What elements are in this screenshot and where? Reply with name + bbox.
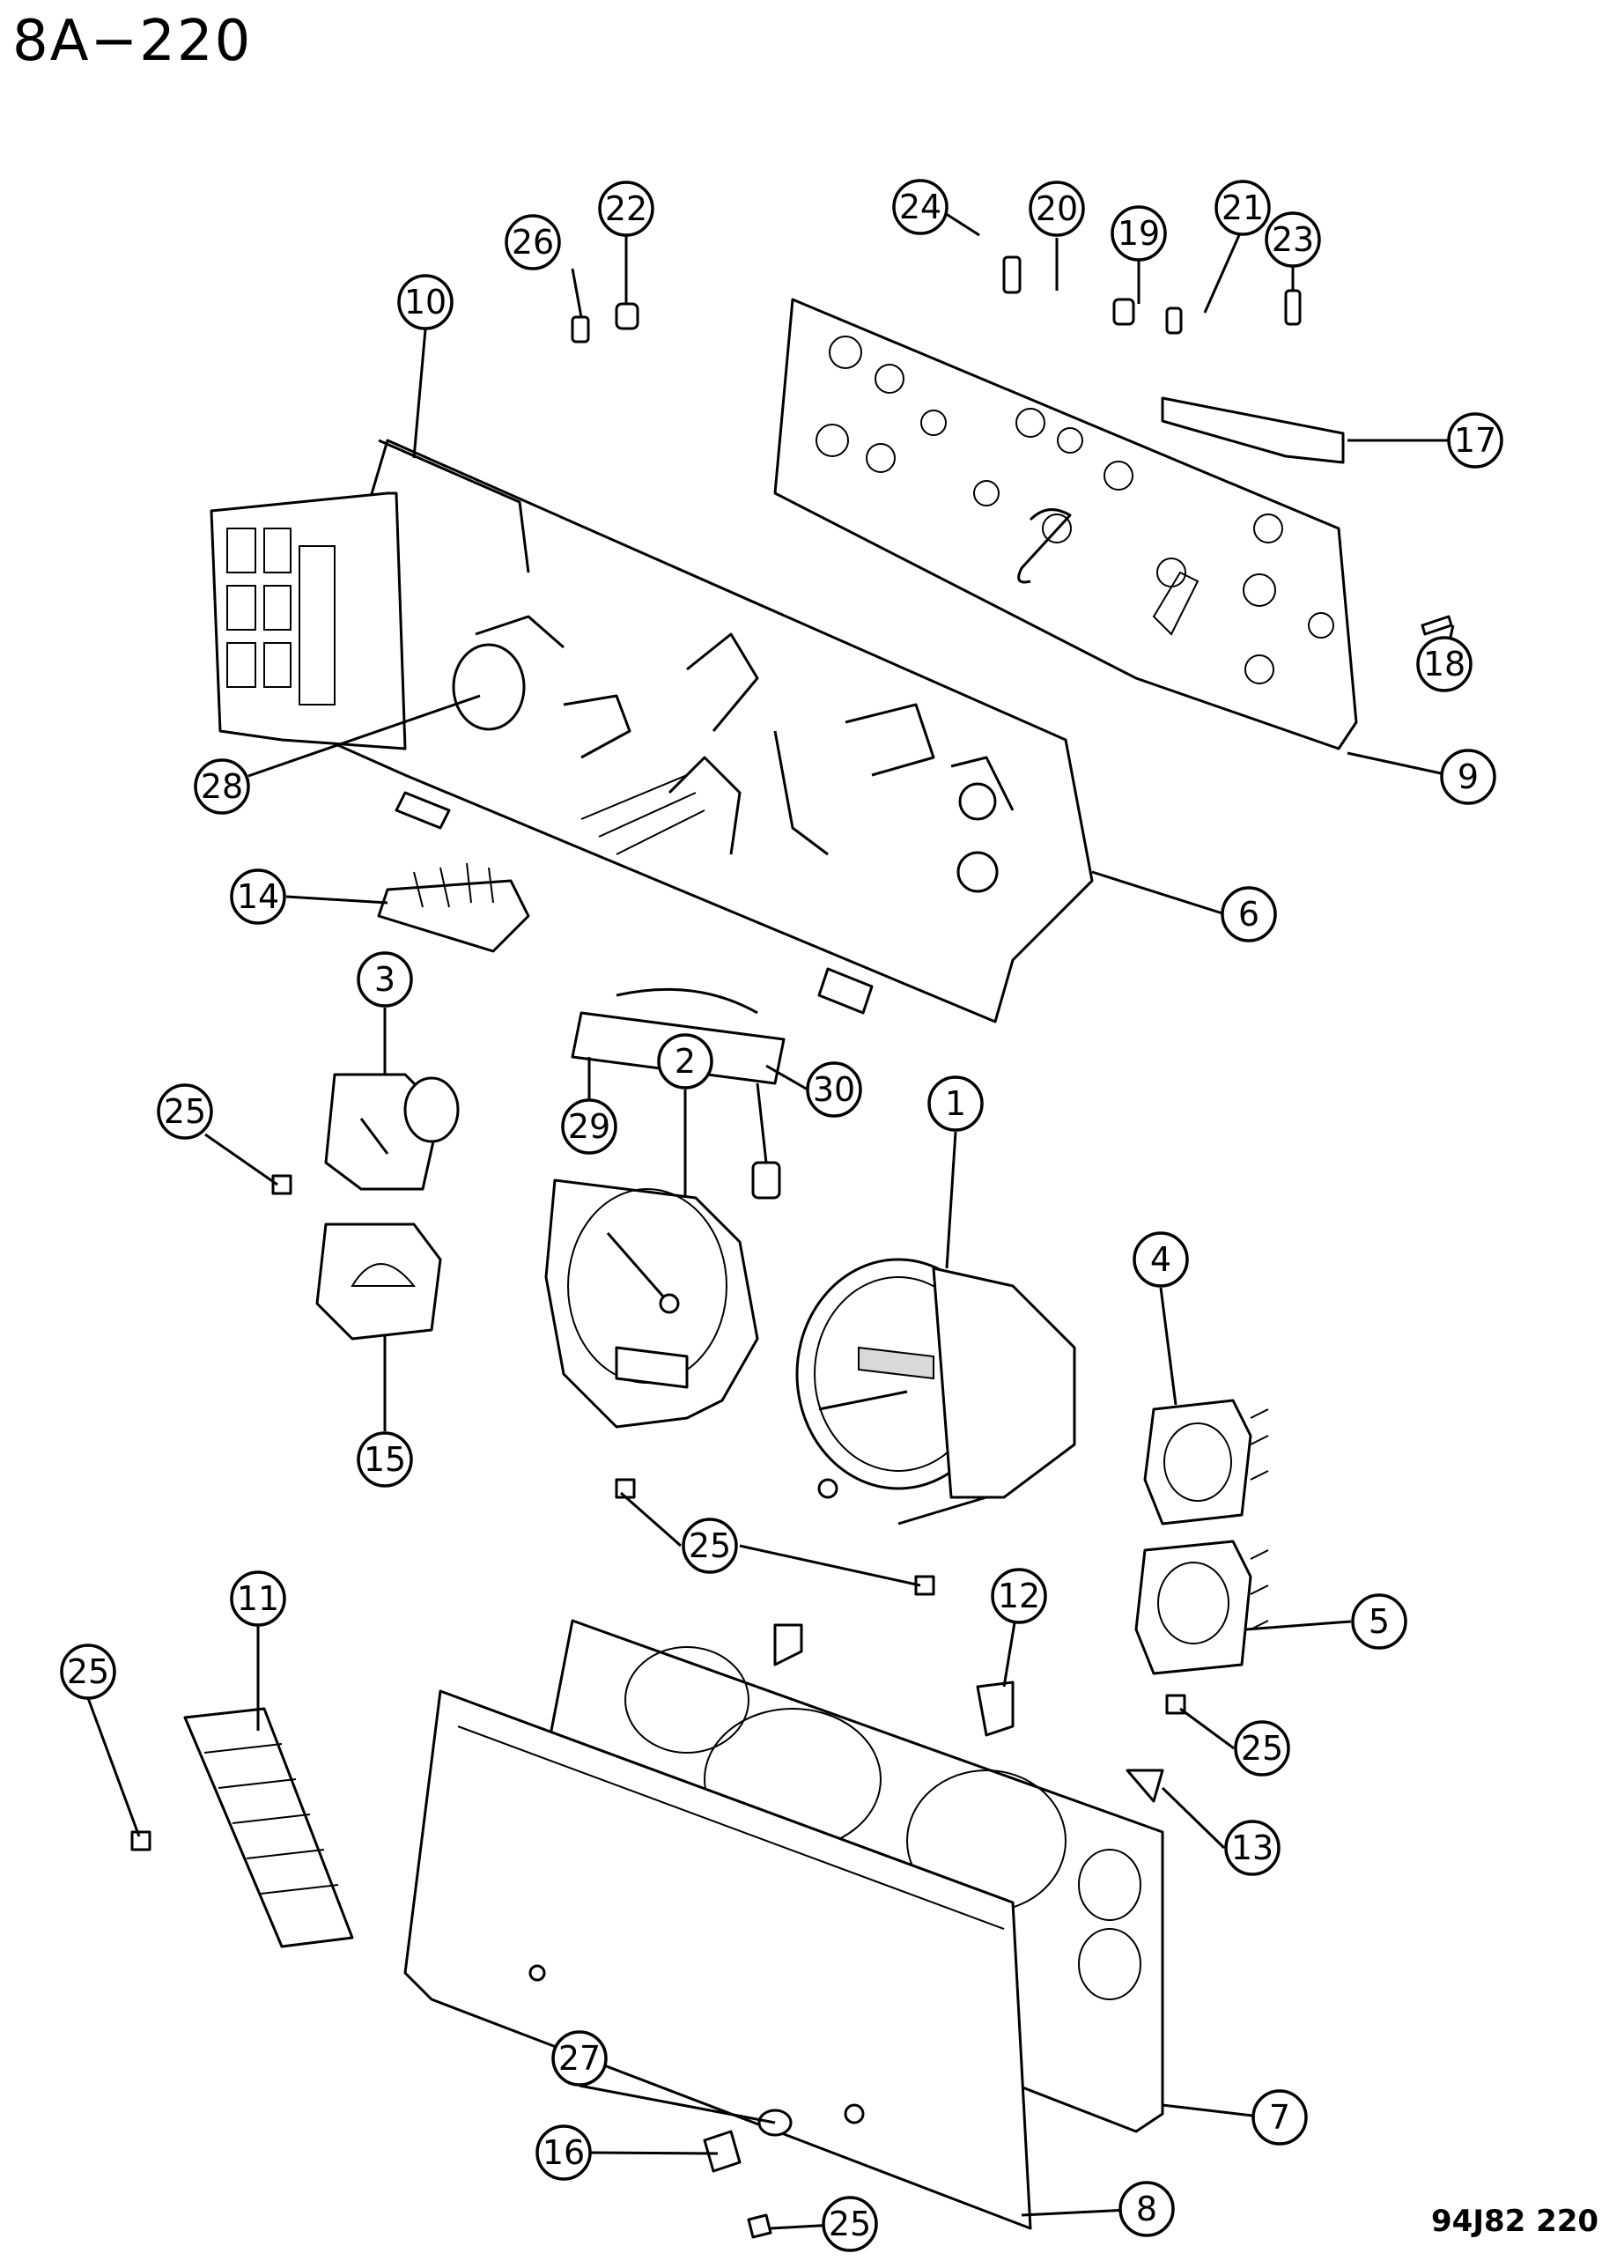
callout-label: 25	[164, 1092, 206, 1131]
callout-18: 18	[1416, 636, 1473, 692]
callout-label: 10	[404, 283, 447, 321]
small-gauge	[324, 1073, 460, 1191]
callout-label: 13	[1231, 1828, 1273, 1867]
callout-12: 12	[991, 1568, 1047, 1624]
callout-1: 1	[927, 1075, 984, 1132]
vent-grille	[183, 1707, 354, 1948]
callout-23: 23	[1265, 211, 1321, 268]
callout-2: 2	[657, 1033, 713, 1090]
callout-20: 20	[1029, 181, 1085, 237]
callout-label: 17	[1454, 421, 1496, 460]
temperature-gauge	[1134, 1540, 1269, 1675]
callout-label: 16	[543, 2133, 585, 2172]
figure-code: 94J82 220	[1431, 2204, 1599, 2239]
callout-25: 25	[822, 2196, 878, 2252]
callout-label: 4	[1150, 1240, 1171, 1279]
callout-label: 6	[1238, 895, 1259, 934]
callout-label: 19	[1118, 214, 1160, 253]
callout-label: 2	[675, 1042, 696, 1081]
callout-8: 8	[1118, 2181, 1175, 2237]
callout-label: 12	[998, 1577, 1040, 1615]
callout-7: 7	[1251, 2089, 1308, 2146]
callout-25: 25	[1234, 1720, 1290, 1777]
callout-label: 25	[689, 1526, 731, 1565]
odometer-module	[571, 987, 786, 1200]
callout-6: 6	[1221, 886, 1277, 942]
page-number: 8A−220	[12, 9, 253, 74]
cluster-housing	[210, 439, 1094, 1023]
callout-25: 25	[682, 1518, 738, 1574]
fuel-gauge-plate	[544, 1178, 759, 1429]
callout-25: 25	[157, 1083, 213, 1140]
oil-pressure-gauge	[1143, 1399, 1269, 1526]
callout-label: 14	[237, 877, 279, 916]
callout-label: 24	[899, 188, 941, 226]
callout-11: 11	[230, 1570, 286, 1627]
callout-16: 16	[535, 2124, 592, 2181]
connector-block	[377, 862, 530, 953]
callout-26: 26	[505, 214, 561, 270]
printed-circuit-board	[773, 298, 1358, 750]
callout-30: 30	[806, 1061, 862, 1118]
callout-label: 28	[201, 767, 243, 806]
callout-label: 25	[67, 1652, 109, 1691]
callout-29: 29	[561, 1098, 617, 1155]
callout-label: 9	[1458, 757, 1479, 796]
callout-22: 22	[598, 181, 654, 237]
callout-27: 27	[551, 2030, 608, 2087]
callout-label: 26	[512, 223, 554, 262]
callout-label: 22	[605, 189, 647, 228]
speedometer	[795, 1258, 1076, 1526]
callout-label: 23	[1272, 220, 1314, 259]
callout-label: 20	[1036, 189, 1078, 228]
callout-label: 27	[558, 2039, 601, 2078]
callout-19: 19	[1111, 205, 1167, 262]
callout-label: 25	[829, 2205, 871, 2243]
callout-9: 9	[1440, 749, 1496, 805]
callout-label: 15	[364, 1440, 406, 1479]
callout-17: 17	[1447, 412, 1503, 469]
callout-label: 1	[945, 1084, 966, 1123]
callout-5: 5	[1351, 1593, 1407, 1650]
callout-21: 21	[1214, 180, 1271, 236]
callout-14: 14	[230, 868, 286, 925]
callout-28: 28	[194, 758, 250, 815]
gauge-bezel	[315, 1223, 442, 1341]
callout-label: 30	[813, 1070, 855, 1109]
callout-label: 29	[568, 1107, 610, 1146]
callout-25: 25	[60, 1644, 116, 1700]
callout-13: 13	[1224, 1820, 1281, 1876]
callout-4: 4	[1133, 1231, 1189, 1288]
callout-label: 11	[237, 1579, 279, 1618]
callout-label: 3	[374, 960, 395, 999]
callout-label: 8	[1136, 2190, 1157, 2228]
callout-label: 5	[1369, 1602, 1390, 1641]
callout-label: 21	[1222, 188, 1264, 227]
callout-10: 10	[397, 274, 454, 330]
callout-label: 7	[1269, 2098, 1290, 2137]
callout-15: 15	[357, 1431, 413, 1488]
callout-3: 3	[357, 951, 413, 1008]
leader-lines	[86, 207, 1455, 2230]
callout-label: 25	[1241, 1729, 1283, 1768]
callout-label: 18	[1423, 645, 1465, 683]
callout-24: 24	[892, 179, 949, 235]
